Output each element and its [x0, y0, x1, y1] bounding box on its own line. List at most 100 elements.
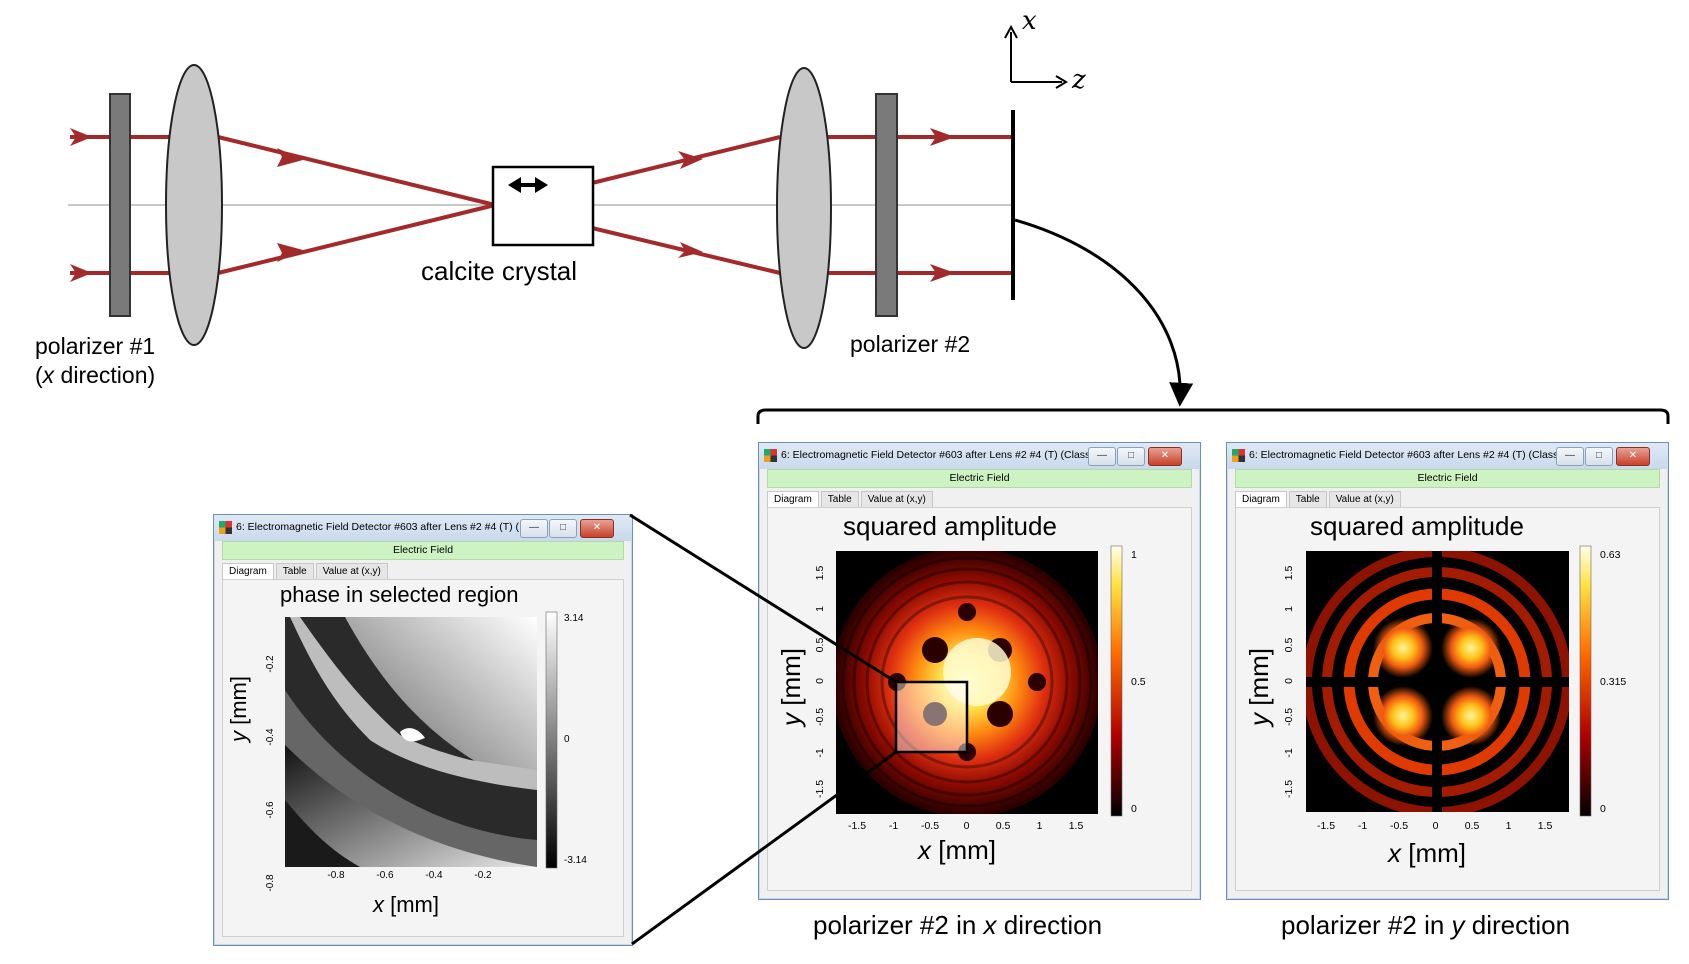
amplitude-y-window-titlebar[interactable]: 6: Electromagnetic Field Detector #603 a…	[1227, 443, 1668, 469]
x-tick-label: -0.6	[376, 870, 394, 881]
x-tick-label: -1	[1357, 820, 1368, 832]
tab-value-at[interactable]: Value at (x,y)	[860, 491, 933, 507]
phase-window-titlebar[interactable]: 6: Electromagnetic Field Detector #603 a…	[214, 515, 632, 541]
y-tick-label: -1	[814, 748, 826, 758]
y-tick-label: 0.5	[1283, 637, 1295, 653]
calcite-crystal-box	[491, 165, 595, 247]
y-tick-label: -0.8	[265, 874, 276, 892]
results-brace	[756, 408, 1670, 424]
coordinate-axes-icon	[1004, 24, 1068, 89]
x-tick-label: -0.8	[327, 870, 345, 881]
x-tick-label: 1	[1036, 820, 1043, 832]
colorbar-tick-label: 0.315	[1600, 676, 1627, 688]
y-tick-label: -0.2	[265, 655, 276, 673]
y-tick-label: 0	[814, 678, 826, 684]
y-tick-label: -1.5	[1283, 779, 1295, 799]
x-tick-label: -1.5	[1316, 820, 1336, 832]
maximize-icon[interactable]: □	[549, 519, 577, 538]
window-title: 6: Electromagnetic Field Detector #603 a…	[781, 449, 1102, 461]
caption-prefix: polarizer #2 in	[813, 910, 984, 940]
axis-symbol: x	[42, 362, 55, 388]
y-tick-label: 1	[814, 606, 826, 612]
caption-suffix: direction	[996, 910, 1103, 940]
window-subtitle: Electric Field	[1235, 469, 1660, 488]
amplitude-x-ylabel: y [mm]	[776, 616, 807, 726]
diagram-pane	[767, 507, 1192, 891]
close-icon[interactable]: ✕	[580, 519, 614, 538]
polarizer-2-plate	[875, 93, 898, 317]
amplitude-x-xlabel: x [mm]	[918, 835, 996, 866]
tab-diagram[interactable]: Diagram	[222, 563, 274, 579]
tab-diagram[interactable]: Diagram	[767, 491, 819, 507]
x-tick-label: 0	[963, 820, 970, 832]
x-tick-label: 0	[1432, 820, 1439, 832]
y-tick-label: -1	[1283, 748, 1295, 758]
tab-table[interactable]: Table	[275, 563, 314, 579]
x-tick-label: 0.5	[1464, 820, 1480, 832]
caption-suffix: direction	[1464, 910, 1571, 940]
colorbar-tick-label: 0	[564, 734, 570, 745]
ylabel-unit: [mm]	[1244, 648, 1274, 713]
caption-x-direction: polarizer #2 in x direction	[813, 910, 1102, 941]
amplitude-x-window-titlebar[interactable]: 6: Electromagnetic Field Detector #603 a…	[759, 443, 1200, 469]
y-tick-label: -0.5	[1283, 707, 1295, 727]
colorbar-tick-label: 0	[1600, 803, 1606, 815]
colorbar-tick-label: 0.63	[1600, 549, 1621, 561]
colorbar-tick-label: 3.14	[564, 613, 584, 624]
amplitude-y-plot-title: squared amplitude	[1310, 511, 1524, 541]
paren-open: (	[35, 362, 43, 388]
minimize-icon[interactable]: —	[1556, 447, 1584, 466]
double-arrow-icon	[508, 177, 548, 193]
window-title: 6: Electromagnetic Field Detector #603 a…	[236, 521, 534, 533]
y-tick-label: -0.4	[265, 728, 276, 746]
tab-table[interactable]: Table	[1288, 491, 1327, 507]
x-tick-label: -0.5	[1389, 820, 1409, 832]
x-tick-label: -0.5	[920, 820, 940, 832]
minimize-icon[interactable]: —	[1088, 447, 1116, 466]
xlabel-unit: [mm]	[384, 892, 439, 917]
polarizer-2-label: polarizer #2	[850, 331, 971, 357]
caption-axis: x	[983, 910, 997, 940]
y-tick-label: 1.5	[1283, 565, 1295, 581]
colorbar-tick-label: -3.14	[564, 855, 587, 866]
x-tick-label: -0.2	[474, 870, 492, 881]
ylabel-var: y	[226, 731, 251, 742]
tab-value-at[interactable]: Value at (x,y)	[315, 563, 388, 579]
tab-value-at[interactable]: Value at (x,y)	[1328, 491, 1401, 507]
phase-window[interactable]: 6: Electromagnetic Field Detector #603 a…	[213, 514, 633, 946]
phase-xlabel: x [mm]	[373, 892, 439, 918]
app-icon	[1232, 449, 1245, 462]
diagram-pane	[222, 579, 624, 937]
tab-table[interactable]: Table	[820, 491, 859, 507]
curved-arrow	[1014, 218, 1194, 407]
beam-arrowheads	[70, 128, 955, 282]
close-icon[interactable]: ✕	[1148, 447, 1182, 466]
x-tick-label: 1	[1505, 820, 1512, 832]
y-tick-label: 1.5	[814, 565, 826, 581]
y-tick-label: 1	[1283, 606, 1295, 612]
window-title: 6: Electromagnetic Field Detector #603 a…	[1249, 449, 1570, 461]
minimize-icon[interactable]: —	[520, 519, 548, 538]
x-tick-label: 0.5	[995, 820, 1011, 832]
tab-diagram[interactable]: Diagram	[1235, 491, 1287, 507]
calcite-crystal-label: calcite crystal	[421, 256, 578, 286]
axis-x-label: x	[1022, 6, 1037, 36]
app-icon	[764, 449, 777, 462]
maximize-icon[interactable]: □	[1585, 447, 1613, 466]
xlabel-var: x	[918, 835, 931, 865]
window-subtitle: Electric Field	[222, 541, 624, 560]
amplitude-y-ylabel: y [mm]	[1244, 616, 1275, 726]
close-icon[interactable]: ✕	[1616, 447, 1650, 466]
polarizer-1-plate	[109, 93, 131, 317]
y-tick-label: -0.6	[265, 801, 276, 819]
ylabel-var: y	[776, 713, 806, 726]
maximize-icon[interactable]: □	[1117, 447, 1145, 466]
lens-2	[776, 67, 832, 349]
polarizer-1-label: polarizer #1 (x direction)	[35, 332, 155, 390]
y-tick-label: 0.5	[814, 637, 826, 653]
lens-1	[165, 64, 223, 346]
